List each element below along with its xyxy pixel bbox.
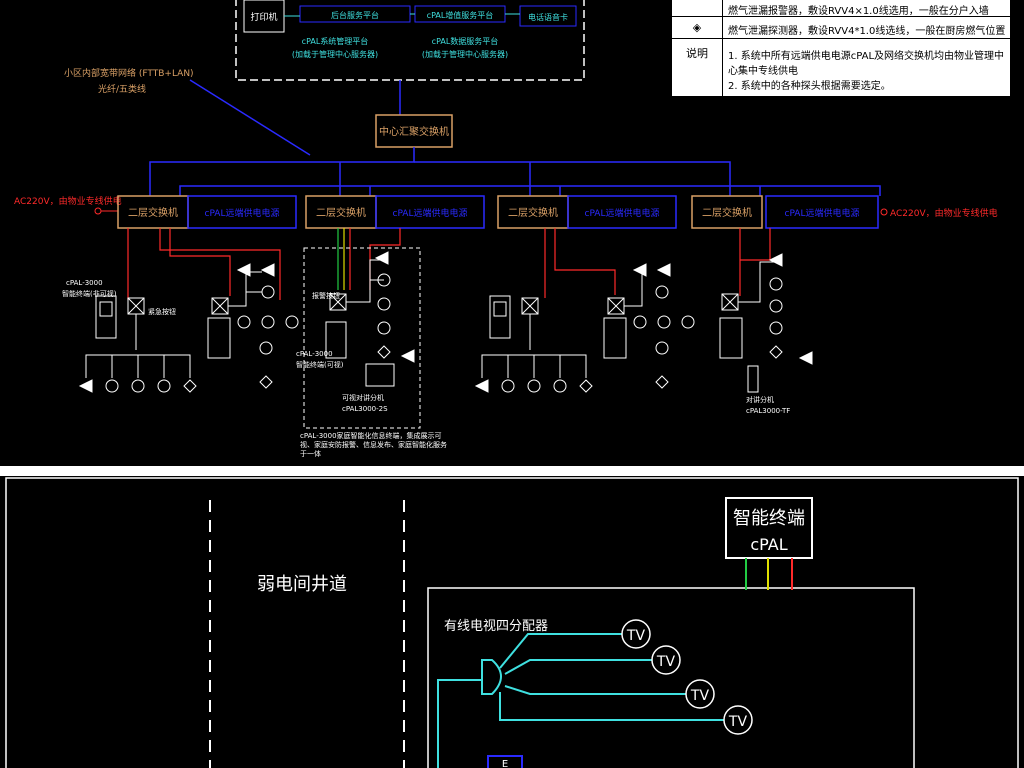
core-switch-label: 中心汇聚交换机 — [379, 125, 449, 138]
smart-terminal-label: 智能终端 — [733, 508, 805, 529]
device-cluster-1 — [78, 263, 299, 393]
floor-switch-label-3: 二层交换机 — [508, 206, 558, 219]
floor-group-3: 二层交换机 cPAL远端供电电源 — [497, 195, 677, 229]
floor-switch-label-2: 二层交换机 — [316, 206, 366, 219]
unit2-note: cPAL-3000家庭智能化信息终端，集成展示可视、家庭安防报警、信息发布、家庭… — [300, 432, 447, 458]
power-switch-label-1: cPAL远端供电电源 — [205, 207, 280, 219]
ac-right-label: AC220V，由物业专线供电 — [890, 207, 998, 219]
tv-outlet-2 — [651, 645, 681, 675]
visual-unit-frame — [303, 247, 421, 429]
unit2-note-wrap: cPAL-3000家庭智能化信息终端，集成展示可视、家庭安防报警、信息发布、家庭… — [300, 432, 447, 458]
device-cluster-4 — [719, 253, 813, 393]
power-switch-label-2: cPAL远端供电电源 — [393, 207, 468, 219]
ac-left-label: AC220V，由物业专线供电 — [14, 195, 122, 207]
unit2-ext-model: cPAL3000-2S — [342, 405, 388, 413]
tv-label-4: TV — [728, 714, 748, 730]
cpal-data-label: cPAL数据服务平台 — [432, 36, 499, 46]
unit4-ext-model: cPAL3000-TF — [746, 407, 790, 415]
room-frame — [427, 587, 915, 768]
floor-switch-label-4: 二层交换机 — [702, 206, 752, 219]
small-junction-label: E — [502, 759, 508, 768]
cpal-mgmt-label: cPAL系统管理平台 — [302, 36, 369, 46]
unit1-model: cPAL-3000 — [66, 279, 103, 287]
phone-card-label: 电话语音卡 — [528, 12, 568, 22]
smart-terminal-sub: cPAL — [750, 535, 787, 554]
legend-row-1: ◈ 燃气泄漏探测器，敷设RVV4*1.0线选线，一般在厨房燃气位置 — [672, 16, 1010, 39]
unit2-model: cPAL-3000 — [296, 350, 333, 358]
floor-plan-frame — [5, 477, 1019, 768]
unit2-model-sub: 智能终端(可视) — [296, 360, 344, 369]
device-cluster-2 — [325, 251, 415, 387]
legend-text-0: 燃气泄漏报警器，敷设RVV4×1.0线选用，一般在分户入墙 — [728, 6, 989, 17]
terminal-device — [95, 295, 117, 339]
tv-outlet-4 — [723, 705, 753, 735]
floor-group-1: 二层交换机 cPAL远端供电电源 — [117, 195, 297, 229]
server-room-frame — [235, 0, 585, 81]
legend-row-2: 说明 1. 系统中所有远端供电电源cPAL及网络交换机均由物业管理中心集中专线供… — [672, 38, 1010, 97]
tv-label-2: TV — [656, 654, 676, 670]
backend-platform-label: 后台服务平台 — [331, 10, 379, 20]
legend-text-1: 燃气泄漏探测器，敷设RVV4*1.0线选线，一般在厨房燃气位置 — [728, 26, 1006, 37]
gas-detector-icon: ◈ — [672, 17, 723, 39]
power-switch-label-3: cPAL远端供电电源 — [585, 207, 660, 219]
tv-outlet-1 — [621, 619, 651, 649]
broadband-medium: 光纤/五类线 — [98, 83, 146, 95]
tv-label-3: TV — [690, 688, 710, 704]
unit1-extra: 紧急按钮 — [148, 307, 176, 316]
device-cluster-3 — [474, 263, 695, 393]
legend-text-3: 2. 系统中的各种探头根据需要选定。 — [728, 81, 891, 92]
splitter-label: 有线电视四分配器 — [444, 619, 548, 634]
legend-sym-0 — [672, 0, 723, 16]
unit2-ext: 可视对讲分机 — [342, 393, 384, 402]
unit4-ext: 对讲分机 — [746, 395, 774, 404]
printer-label: 打印机 — [250, 11, 277, 23]
unit1-model-sub: 智能终端(非可视) — [62, 289, 117, 298]
tv-splitter — [437, 633, 724, 768]
floor-group-2: 二层交换机 cPAL远端供电电源 — [305, 195, 485, 229]
power-switch-box — [187, 195, 297, 229]
small-junction-box — [487, 755, 523, 768]
cpal-platform-label: cPAL增值服务平台 — [427, 10, 494, 20]
floor-switch-label-1: 二层交换机 — [128, 206, 178, 219]
tv-label-1: TV — [626, 628, 646, 644]
section-divider — [0, 466, 1024, 476]
shaft-label: 弱电间井道 — [257, 574, 347, 595]
legend-table: 燃气泄漏报警器，敷设RVV4×1.0线选用，一般在分户入墙 ◈ 燃气泄漏探测器，… — [672, 0, 1010, 97]
tv-outlets — [621, 619, 753, 735]
floor-group-4: 二层交换机 cPAL远端供电电源 — [691, 195, 879, 229]
cpal-data-sub: (加载于管理中心服务器) — [422, 49, 508, 59]
legend-row-0: 燃气泄漏报警器，敷设RVV4×1.0线选用，一般在分户入墙 — [672, 0, 1010, 17]
cpal-mgmt-sub: (加载于管理中心服务器) — [292, 49, 378, 59]
unit2-tag: 报警按钮 — [312, 291, 340, 300]
broadband-label: 小区内部宽带网络 (FTTB+LAN) — [64, 67, 194, 79]
legend-text-2: 1. 系统中所有远端供电电源cPAL及网络交换机均由物业管理中心集中专线供电 — [728, 51, 1005, 77]
tv-outlet-3 — [685, 679, 715, 709]
phone-card-box — [519, 5, 577, 27]
legend-note-heading: 说明 — [672, 39, 723, 97]
power-switch-label-4: cPAL远端供电电源 — [785, 207, 860, 219]
